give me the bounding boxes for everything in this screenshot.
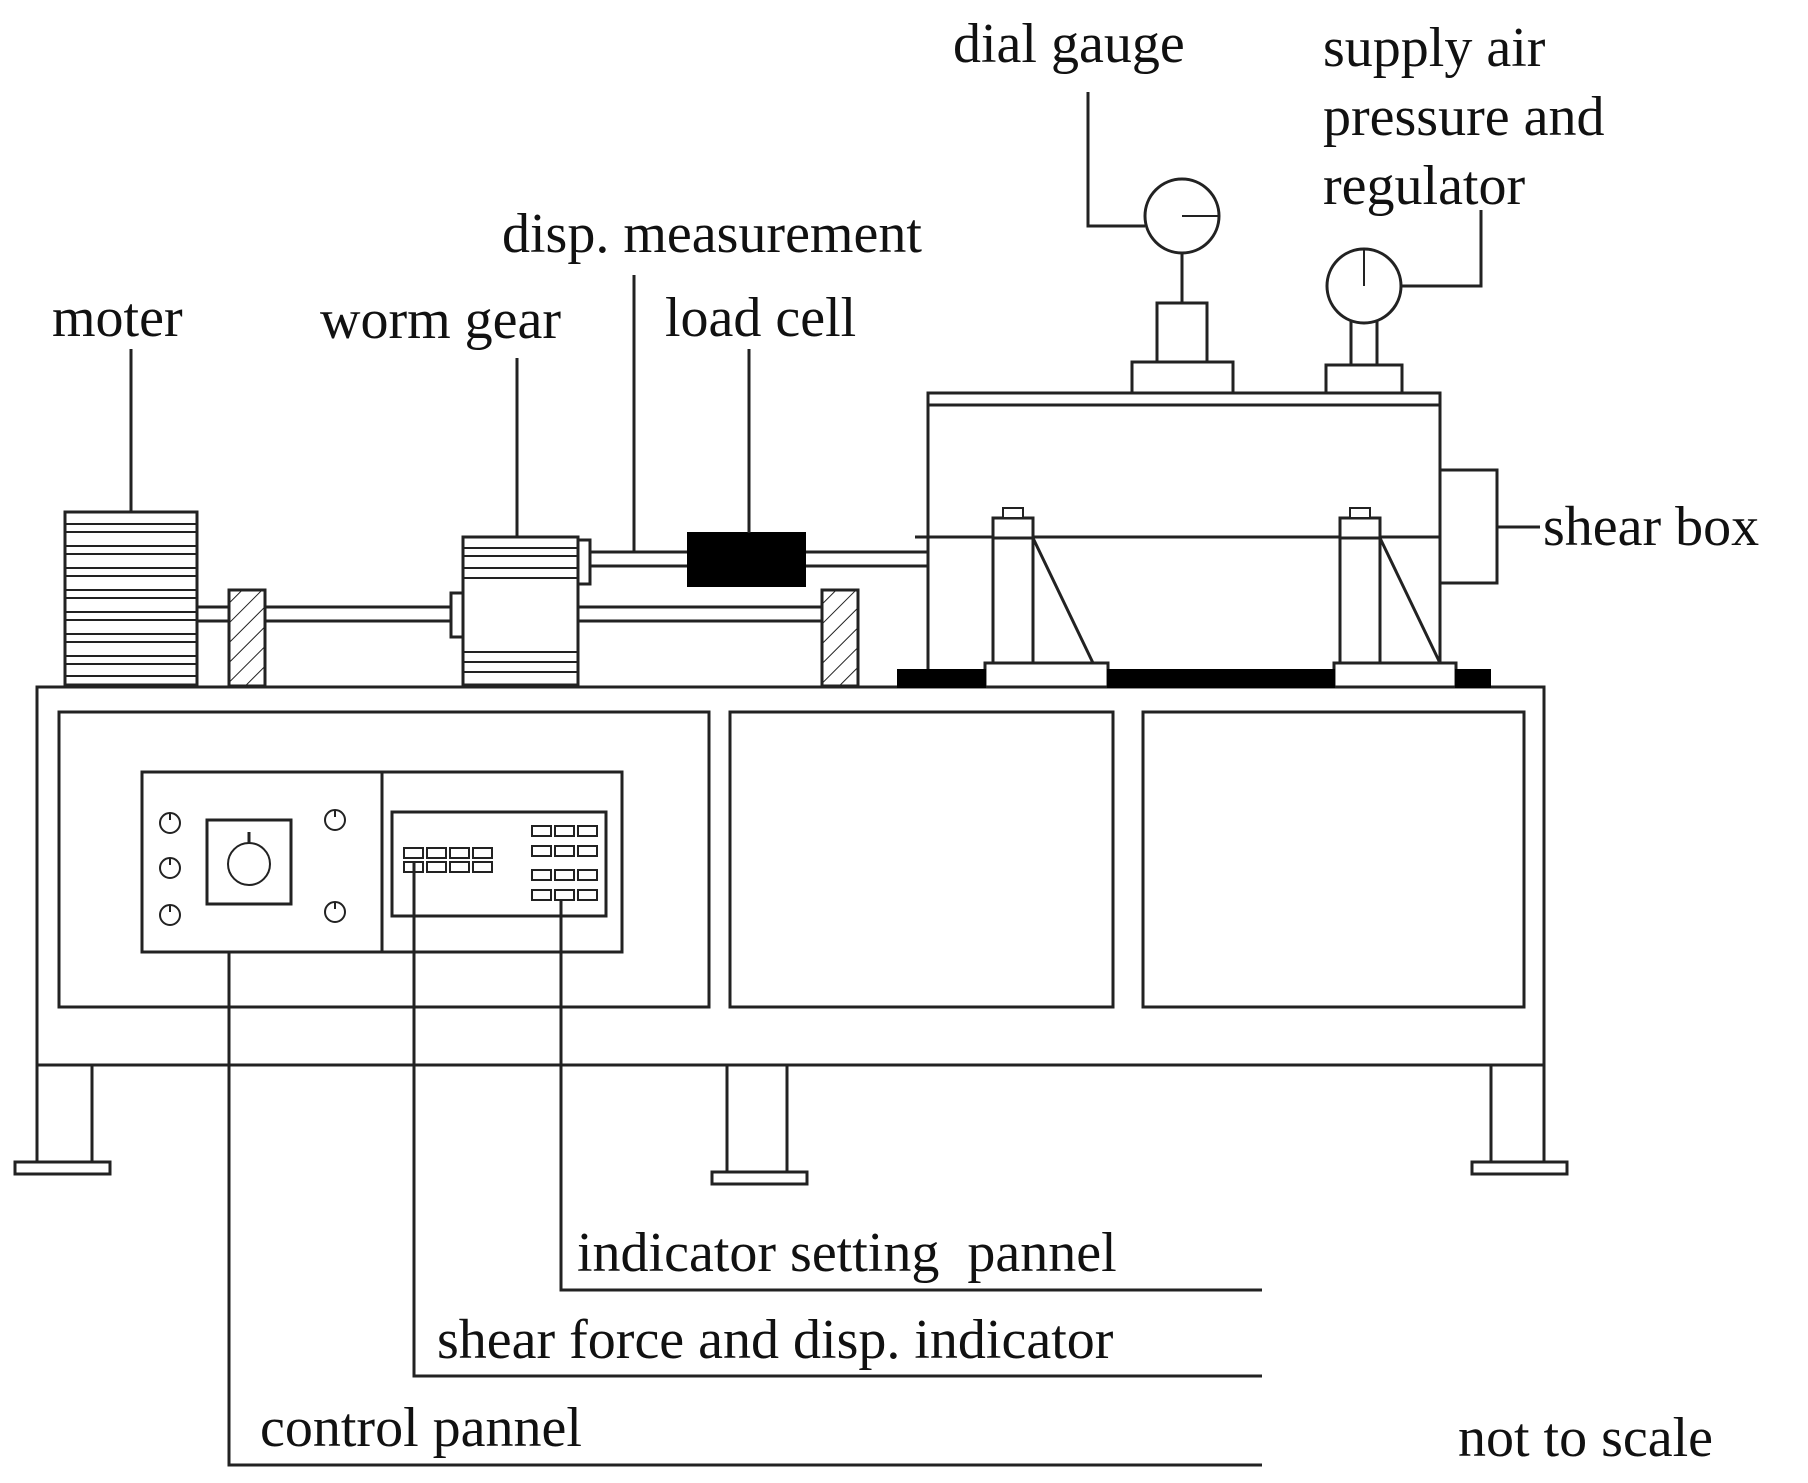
labels: moter worm gear disp. measurement load c… (52, 13, 1759, 1469)
bearing-support-right (820, 588, 860, 688)
worm-gear-unit (449, 535, 592, 687)
label-disp-measurement: disp. measurement (502, 203, 922, 265)
indicator-digit-cells (403, 847, 493, 873)
label-shear-box: shear box (1543, 496, 1759, 558)
label-load-cell: load cell (665, 287, 856, 349)
cabinet-panel-middle (728, 710, 1115, 1009)
table-frame (13, 685, 1569, 1186)
shear-box-base-plate (897, 669, 986, 688)
shear-box-side-bracket (1438, 468, 1499, 585)
label-not-to-scale: not to scale (1458, 1407, 1713, 1469)
leader-lines (129, 92, 1540, 1467)
label-control-pannel: control pannel (260, 1397, 582, 1459)
dial-gauge-base (1130, 360, 1235, 395)
regulator-base (1324, 363, 1404, 395)
foot-middle (710, 1170, 809, 1186)
setting-keypad (531, 825, 598, 901)
label-supply-air-line3: regulator (1323, 155, 1525, 217)
gear-teeth-side (449, 591, 465, 639)
dial-gauge-stem (1155, 301, 1209, 364)
label-supply-air-line1: supply air (1323, 17, 1546, 79)
bearing-support-left (227, 588, 267, 688)
rotary-switch-icon (227, 842, 271, 886)
cabinet-panel-right (1141, 710, 1526, 1009)
control-pannel-unit (140, 770, 624, 954)
label-indicator-setting-pannel: indicator setting pannel (577, 1222, 1117, 1284)
regulator-stem (1349, 316, 1379, 367)
label-moter: moter (52, 287, 183, 349)
label-supply-air-line2: pressure and (1323, 86, 1604, 148)
foot-left (13, 1160, 112, 1176)
foot-right (1470, 1160, 1569, 1176)
shear-box-unit (897, 177, 1499, 689)
label-shear-force-indicator: shear force and disp. indicator (437, 1309, 1114, 1371)
label-worm-gear: worm gear (320, 289, 561, 351)
moter-unit (63, 510, 199, 687)
load-cell-block (687, 532, 806, 587)
label-dial-gauge: dial gauge (953, 13, 1185, 75)
clamp-left (983, 507, 1110, 689)
knob-icons (159, 809, 346, 926)
gear-teeth-top (576, 538, 592, 586)
